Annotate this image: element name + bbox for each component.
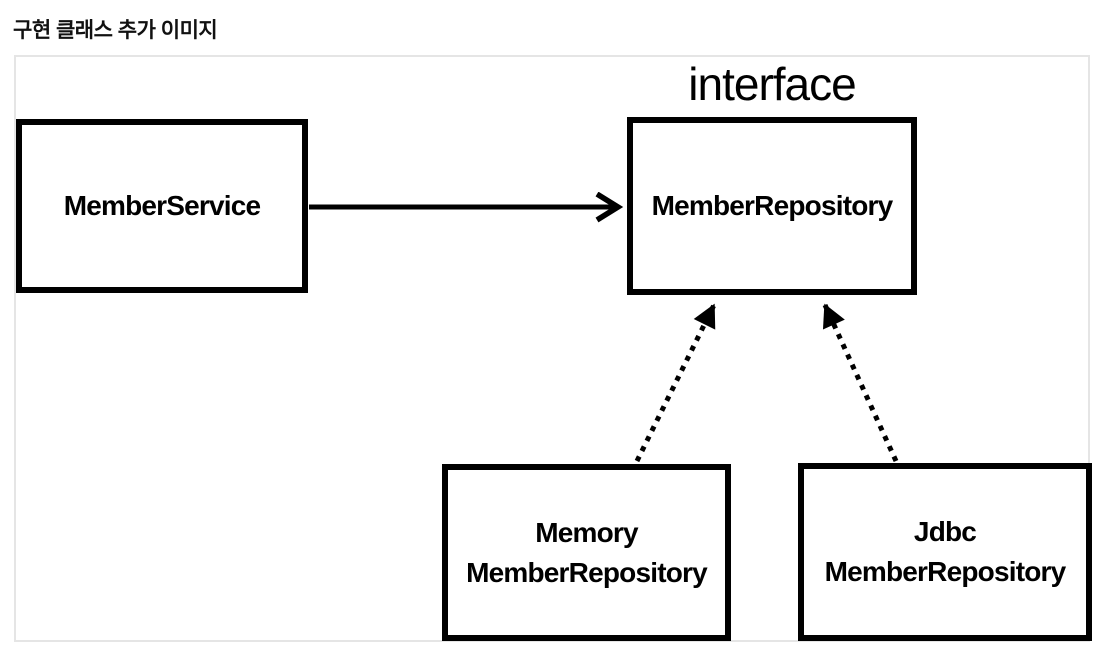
node-member-service: MemberService	[16, 119, 308, 293]
node-jdbc-member-repository-line2: MemberRepository	[824, 556, 1067, 587]
node-jdbc-member-repository: Jdbc MemberRepository	[798, 463, 1092, 641]
node-jdbc-member-repository-line1: Jdbc	[913, 516, 977, 547]
node-memory-member-repository-line1: Memory	[535, 516, 638, 548]
page-title: 구현 클래스 추가 이미지	[13, 19, 218, 42]
node-member-repository: MemberRepository	[627, 117, 917, 295]
interface-label: interface	[688, 58, 856, 110]
node-member-repository-label: MemberRepository	[651, 190, 894, 221]
node-memory-member-repository-line2: MemberRepository	[466, 556, 708, 588]
node-memory-member-repository: Memory MemberRepository	[442, 464, 731, 641]
node-member-service-label: MemberService	[63, 190, 261, 221]
